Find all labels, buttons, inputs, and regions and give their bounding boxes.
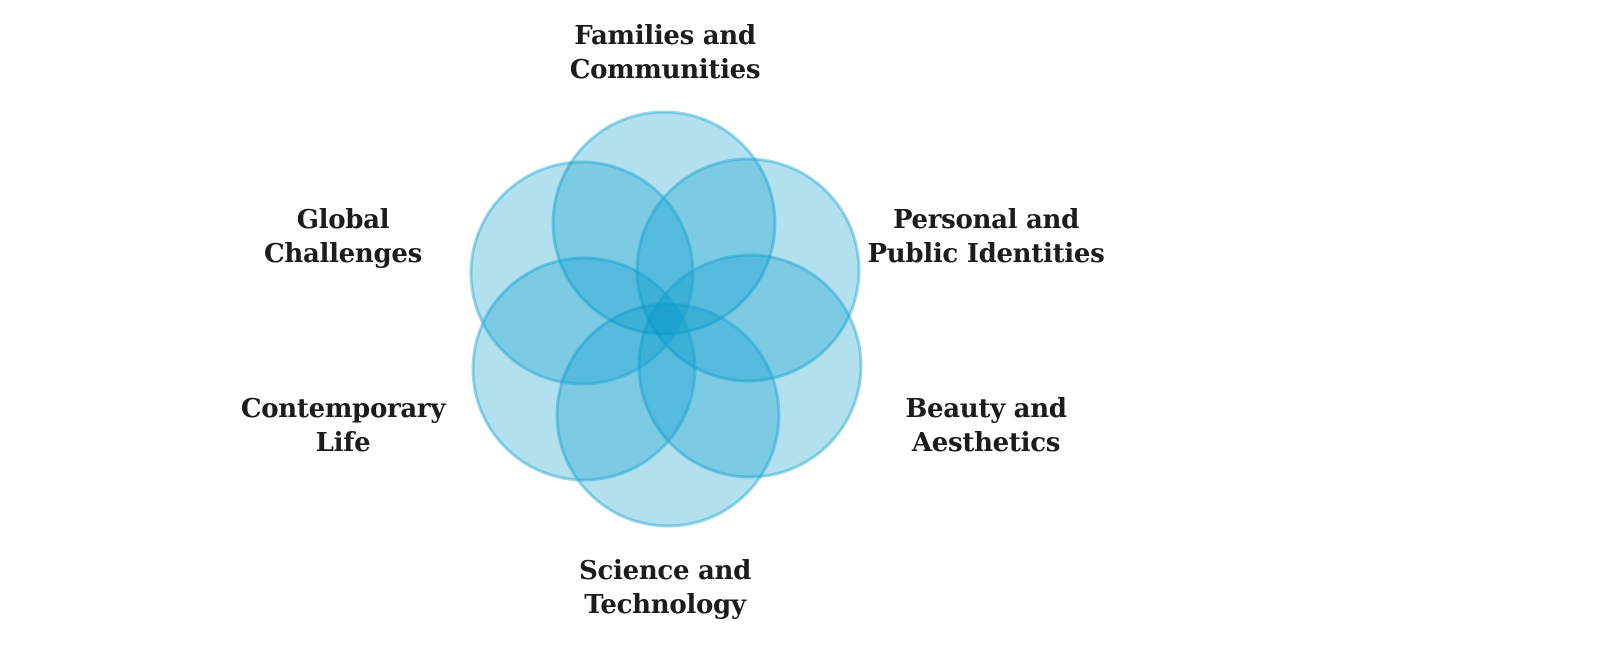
label-line: Science and xyxy=(579,556,751,586)
label-line: Aesthetics xyxy=(911,428,1061,458)
label-families-and-communities: Families and Communities xyxy=(515,19,815,87)
label-personal-and-public-identities: Personal and Public Identities xyxy=(836,203,1136,271)
label-line: Communities xyxy=(569,55,761,85)
label-beauty-and-aesthetics: Beauty and Aesthetics xyxy=(836,392,1136,460)
circle-beauty xyxy=(637,253,863,479)
circle-families xyxy=(551,110,777,336)
circle-science xyxy=(555,302,781,528)
label-line: Beauty and xyxy=(905,394,1067,424)
label-line: Technology xyxy=(584,590,746,620)
circle-contemporary xyxy=(471,256,697,482)
label-line: Life xyxy=(315,428,371,458)
circle-global xyxy=(469,160,695,386)
circle-personal xyxy=(635,157,861,383)
label-line: Global xyxy=(296,205,390,235)
label-contemporary-life: Contemporary Life xyxy=(193,392,493,460)
label-line: Challenges xyxy=(263,239,422,269)
label-line: Public Identities xyxy=(867,239,1105,269)
label-science-and-technology: Science and Technology xyxy=(515,554,815,622)
label-global-challenges: Global Challenges xyxy=(193,203,493,271)
label-line: Contemporary xyxy=(240,394,446,424)
label-line: Personal and xyxy=(892,205,1080,235)
label-line: Families and xyxy=(574,21,756,51)
